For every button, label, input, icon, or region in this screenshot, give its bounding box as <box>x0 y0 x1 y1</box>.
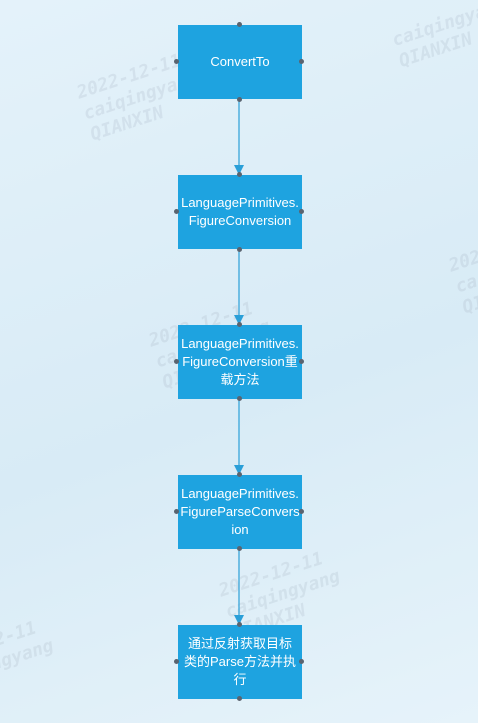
port-dot[interactable] <box>237 172 242 177</box>
port-dot[interactable] <box>174 59 179 64</box>
node-figure-conversion-overload[interactable]: LanguagePrimitives.FigureConversion重载方法 <box>178 325 302 399</box>
node-label: 通过反射获取目标类的Parse方法并执行 <box>184 636 296 687</box>
port-dot[interactable] <box>299 359 304 364</box>
port-dot[interactable] <box>299 209 304 214</box>
node-label: ConvertTo <box>210 54 270 69</box>
node-figure-parse-conversion[interactable]: LanguagePrimitives.FigureParseConversion <box>178 475 302 549</box>
port-dot[interactable] <box>237 696 242 701</box>
node-figure-conversion[interactable]: LanguagePrimitives.FigureConversion <box>178 175 302 249</box>
port-dot[interactable] <box>174 359 179 364</box>
node-label: LanguagePrimitives.FigureConversion重载方法 <box>181 336 299 387</box>
port-dot[interactable] <box>299 659 304 664</box>
port-dot[interactable] <box>299 59 304 64</box>
port-dot[interactable] <box>174 659 179 664</box>
port-dot[interactable] <box>237 322 242 327</box>
port-dot[interactable] <box>237 546 242 551</box>
port-dot[interactable] <box>237 247 242 252</box>
node-convertto[interactable]: ConvertTo <box>178 25 302 99</box>
port-dot[interactable] <box>237 622 242 627</box>
node-label: LanguagePrimitives.FigureConversion <box>181 195 299 228</box>
node-label: LanguagePrimitives.FigureParseConversion <box>180 486 300 537</box>
port-dot[interactable] <box>237 472 242 477</box>
port-dot[interactable] <box>237 396 242 401</box>
port-dot[interactable] <box>174 509 179 514</box>
node-reflection-parse[interactable]: 通过反射获取目标类的Parse方法并执行 <box>178 625 302 699</box>
port-dot[interactable] <box>237 22 242 27</box>
port-dot[interactable] <box>299 509 304 514</box>
port-dot[interactable] <box>174 209 179 214</box>
port-dot[interactable] <box>237 97 242 102</box>
